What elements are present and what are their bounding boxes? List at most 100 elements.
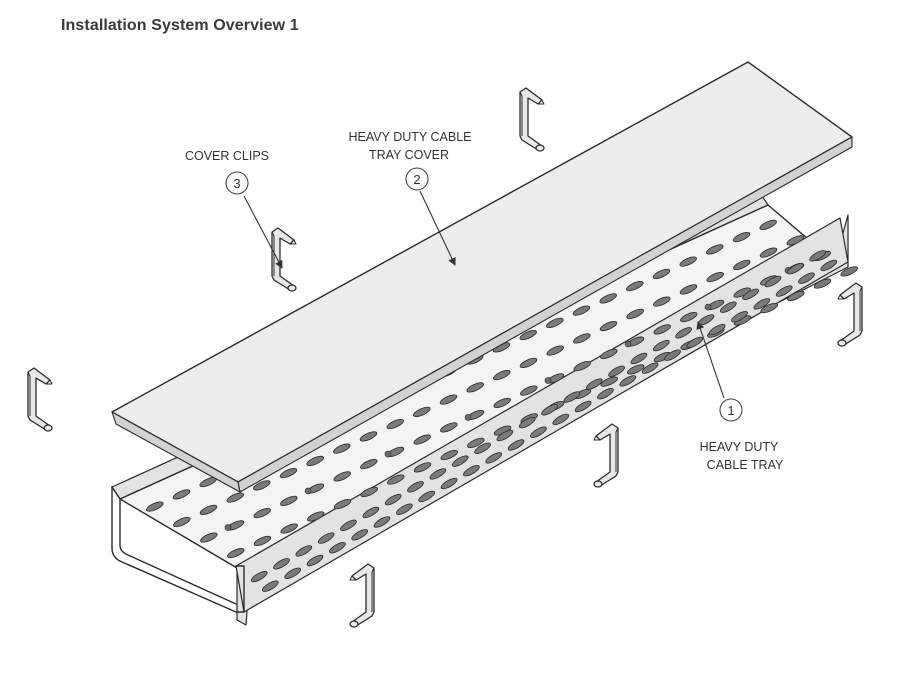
callout-1-leader — [696, 321, 725, 399]
floor-slot — [627, 364, 645, 375]
callout-3-circle — [225, 171, 249, 195]
callout-1-label-line-1: HEAVY DUTY — [700, 440, 779, 454]
floor-slot — [573, 333, 591, 344]
wall-slot — [764, 275, 782, 288]
floor-slot — [599, 321, 618, 332]
wall-slot — [563, 391, 581, 403]
floor-slot — [787, 290, 805, 301]
floor-slot — [413, 406, 431, 417]
floor-slot — [786, 235, 804, 246]
wall-slot — [329, 542, 346, 554]
wall-slot — [485, 452, 503, 464]
wall-slot — [619, 375, 637, 387]
floor-slot — [573, 361, 591, 372]
wall-slot — [775, 285, 793, 297]
wall-slot — [440, 477, 458, 490]
cover-clip-body — [27, 367, 51, 431]
callout-2-label-line-2: TRAY COVER — [369, 148, 449, 162]
floor-slot — [227, 548, 245, 559]
cover-clip-body — [271, 227, 295, 291]
floor-slot — [546, 345, 564, 356]
floor-slot — [172, 489, 191, 500]
floor-slot — [653, 296, 671, 307]
floor-slot — [626, 308, 644, 319]
cover-clip-hook — [43, 424, 53, 432]
tray-end-profile — [111, 486, 245, 613]
cover-clip-fold — [593, 427, 619, 472]
floor-slot — [600, 376, 618, 387]
tray-end-lip — [111, 486, 237, 605]
wall-slot — [719, 301, 737, 313]
wall-slot — [407, 481, 424, 493]
floor-slot — [813, 278, 832, 289]
wall-slot — [652, 339, 670, 352]
wall-slot — [340, 519, 357, 531]
floor-slot — [733, 259, 751, 270]
floor-hole — [464, 414, 472, 421]
wall-slot — [474, 442, 491, 454]
wall-slot — [273, 558, 290, 570]
floor-slot — [679, 284, 698, 295]
floor-slot — [413, 462, 432, 473]
wall-slot — [418, 490, 436, 503]
cover-clip-hook — [837, 339, 847, 347]
callout-2: 2 HEAVY DUTY CABLE TRAY COVER — [349, 130, 471, 266]
wall-slot — [451, 455, 469, 467]
wall-slot — [250, 570, 268, 583]
callout-2-number: 2 — [413, 172, 420, 187]
wall-slot — [362, 506, 380, 519]
wall-slot — [786, 263, 804, 275]
floor-slot — [679, 256, 697, 267]
floor-slot — [519, 330, 537, 341]
floor-hole — [544, 377, 552, 384]
callout-3: 3 COVER CLIPS — [185, 149, 283, 269]
cover-clip — [271, 227, 297, 292]
floor-slot — [440, 450, 458, 461]
floor-slot — [387, 474, 405, 485]
floor-hole — [704, 303, 712, 311]
cover-clip-hook — [349, 620, 359, 628]
floor-slot — [706, 244, 724, 255]
callout-2-circle — [405, 167, 429, 191]
floor-slot — [600, 348, 618, 359]
floor-hole — [304, 487, 312, 495]
cover-clip-body — [519, 87, 543, 151]
floor-hole — [624, 340, 632, 348]
floor-slot — [200, 532, 218, 543]
floor-slot — [386, 419, 404, 430]
wall-slot — [686, 336, 704, 349]
wall-slot — [530, 426, 547, 438]
floor-hole — [384, 450, 392, 458]
floor-slot — [493, 370, 511, 381]
callout-1: 1 HEAVY DUTY CABLE TRAY — [696, 321, 784, 472]
floor-slot — [146, 501, 164, 512]
floor-slot — [652, 268, 671, 279]
floor-slot — [307, 511, 325, 522]
wall-slot — [317, 532, 335, 544]
floor-slot — [546, 317, 564, 328]
floor-slot — [199, 504, 218, 515]
wall-slot — [261, 580, 279, 592]
cover-clip — [593, 423, 619, 488]
callout-1-circle — [719, 398, 743, 422]
callout-1-label-line-2: CABLE TRAY — [707, 458, 784, 472]
tray-cover — [111, 61, 853, 493]
callout-3-leader — [243, 195, 283, 269]
wall-slot — [809, 250, 827, 262]
floor-slot — [732, 232, 751, 243]
wall-slot — [541, 404, 558, 416]
floor-slot — [333, 471, 351, 482]
wall-slot — [507, 439, 525, 451]
wall-slot — [351, 529, 369, 541]
wall-slot — [798, 272, 815, 284]
cover-clip-fold — [837, 286, 863, 331]
floor-slot — [680, 312, 698, 323]
page-title: Installation System Overview 1 — [61, 17, 299, 34]
wall-slot — [597, 388, 614, 400]
floor-slot — [759, 219, 777, 230]
wall-slot — [429, 468, 447, 480]
callout-3-label: COVER CLIPS — [185, 149, 269, 163]
tray-cover-front-edge — [111, 411, 241, 493]
wall-slot — [496, 429, 514, 442]
